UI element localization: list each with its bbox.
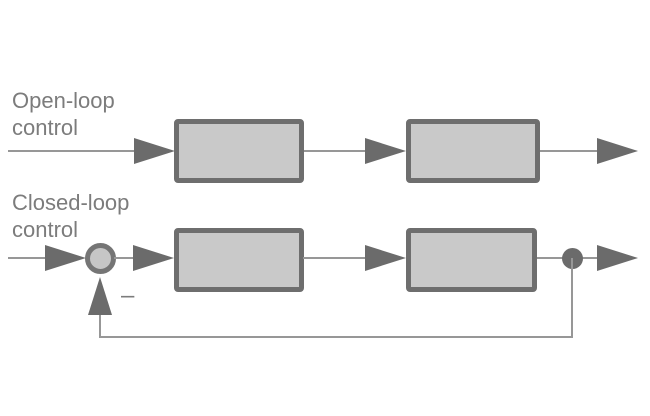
feedback-line-horizontal	[99, 336, 573, 338]
open-loop-output-line	[540, 150, 599, 152]
arrow-right-icon	[597, 245, 638, 271]
closed-loop-block-1	[174, 228, 304, 292]
open-loop-mid-line	[304, 150, 367, 152]
arrow-right-icon	[365, 138, 406, 164]
junction-to-block-line	[114, 257, 135, 259]
closed-loop-label: Closed-loop control	[12, 190, 130, 242]
closed-loop-block-2	[406, 228, 537, 292]
summing-junction	[85, 243, 116, 274]
arrow-up-icon	[88, 277, 112, 315]
arrow-right-icon	[597, 138, 638, 164]
open-loop-block-1	[174, 119, 304, 183]
arrow-right-icon	[134, 138, 175, 164]
open-loop-block-2	[406, 119, 540, 183]
closed-loop-input-line	[8, 257, 48, 259]
closed-loop-mid-line	[303, 257, 367, 259]
negative-feedback-sign: –	[121, 282, 135, 309]
arrow-right-icon	[45, 245, 86, 271]
arrow-right-icon	[365, 245, 406, 271]
feedback-line-left-vertical	[99, 314, 101, 338]
open-loop-label: Open-loop control	[12, 88, 115, 140]
arrow-right-icon	[133, 245, 174, 271]
open-loop-input-line	[8, 150, 136, 152]
feedback-line-right-vertical	[571, 258, 573, 337]
